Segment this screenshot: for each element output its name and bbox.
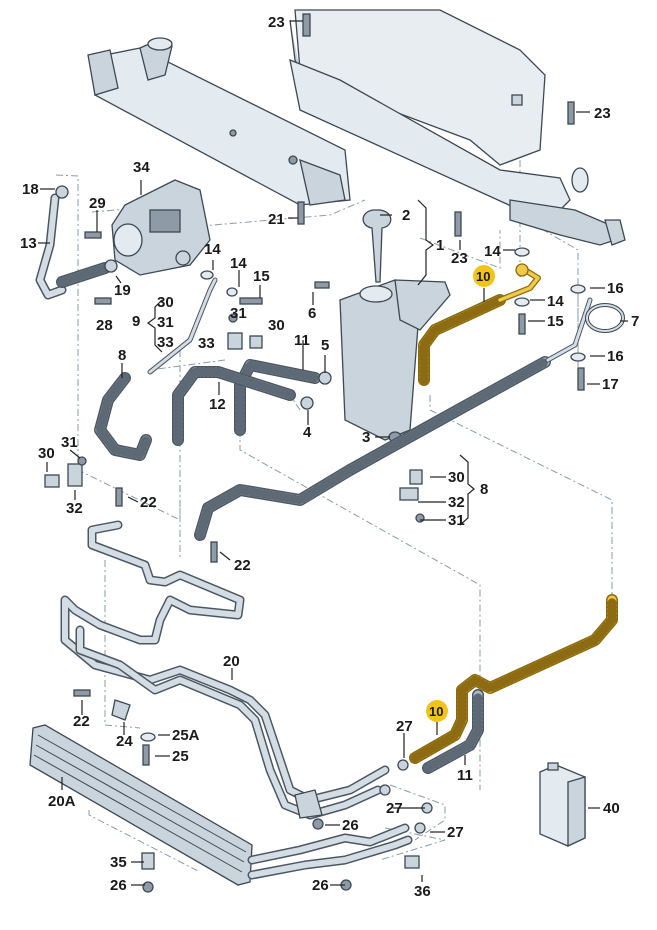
callout-label[interactable]: 30: [448, 469, 465, 486]
callout-label[interactable]: 40: [603, 800, 620, 817]
callout-label[interactable]: 34: [133, 159, 150, 176]
callout-label[interactable]: 31: [230, 305, 247, 322]
steering-rack-left: [87, 37, 351, 206]
callout-label[interactable]: 18: [22, 181, 39, 198]
callout-label[interactable]: 26: [312, 877, 329, 894]
callout-label[interactable]: 10: [429, 704, 443, 719]
hose-suction: [56, 262, 111, 288]
callout-label[interactable]: 3: [362, 429, 370, 446]
callout-label[interactable]: 33: [198, 335, 215, 352]
callout-label[interactable]: 14: [204, 241, 221, 258]
callout-label[interactable]: 22: [73, 713, 90, 730]
callout-label[interactable]: 7: [631, 313, 639, 330]
callout-label[interactable]: 1: [436, 237, 444, 254]
hose-8-left: [94, 277, 218, 461]
callout-label[interactable]: 24: [116, 733, 133, 750]
callout-label[interactable]: 17: [602, 376, 619, 393]
callout-label[interactable]: 35: [110, 854, 127, 871]
callout-label[interactable]: 19: [114, 282, 131, 299]
callout-label[interactable]: 27: [396, 718, 413, 735]
callout-label[interactable]: 26: [342, 817, 359, 834]
hose-11-lower: [422, 689, 484, 774]
callout-label[interactable]: 11: [294, 332, 310, 349]
pipe-13: [35, 193, 67, 300]
callout-label[interactable]: 14: [230, 255, 247, 272]
callout-label[interactable]: 11: [457, 767, 473, 784]
callout-label[interactable]: 23: [451, 250, 468, 267]
callout-label[interactable]: 25: [172, 748, 189, 765]
callout-label[interactable]: 15: [547, 313, 564, 330]
callout-label[interactable]: 31: [157, 314, 174, 331]
callout-label[interactable]: 5: [321, 337, 329, 354]
callout-label[interactable]: 26: [110, 877, 127, 894]
callout-label[interactable]: 14: [484, 243, 501, 260]
fluid-can: [539, 762, 586, 848]
cooling-pipe-20: [60, 520, 390, 820]
callout-label[interactable]: 28: [96, 317, 113, 334]
callout-label[interactable]: 10: [476, 269, 490, 284]
callout-label[interactable]: 20: [223, 653, 240, 670]
oil-cooler-20A: [29, 724, 413, 886]
callout-labels: 23 23 23 34 18 29 13 19 28 21 2 1 14 14 …: [20, 14, 639, 900]
callout-label[interactable]: 30: [268, 317, 285, 334]
callout-label[interactable]: 32: [448, 494, 465, 511]
callout-label[interactable]: 21: [268, 211, 285, 228]
steering-rack-right: [289, 58, 626, 246]
callout-label[interactable]: 8: [118, 347, 126, 364]
leader-lines: [38, 20, 628, 886]
group-brackets: [146, 199, 475, 526]
callout-label[interactable]: 4: [303, 424, 312, 441]
callout-label[interactable]: 36: [414, 883, 431, 900]
callout-label[interactable]: 29: [89, 195, 106, 212]
hose-8-long: [194, 297, 625, 541]
callout-label[interactable]: 27: [386, 800, 403, 817]
callout-label[interactable]: 15: [253, 268, 270, 285]
callout-label[interactable]: 22: [234, 557, 251, 574]
hose-12: [172, 366, 296, 446]
callout-label[interactable]: 12: [209, 396, 226, 413]
callout-label[interactable]: 23: [594, 105, 611, 122]
hose-10-upper-highlighted: [418, 263, 541, 386]
callout-label[interactable]: 14: [547, 293, 564, 310]
highlight-badge: [473, 265, 495, 287]
highlight-badge: [426, 700, 448, 722]
callout-label[interactable]: 30: [157, 294, 174, 311]
callout-label[interactable]: 31: [61, 434, 78, 451]
callout-label[interactable]: 25A: [172, 727, 200, 744]
callout-label[interactable]: 9: [132, 313, 140, 330]
callout-label[interactable]: 23: [268, 14, 285, 31]
callout-label[interactable]: 13: [20, 235, 37, 252]
callout-label[interactable]: 22: [140, 494, 157, 511]
callout-label[interactable]: 20A: [48, 793, 76, 810]
fluid-reservoir: [339, 209, 451, 443]
callout-label[interactable]: 6: [308, 305, 316, 322]
callout-label[interactable]: 16: [607, 280, 624, 297]
callout-label[interactable]: 8: [480, 481, 488, 498]
callout-label[interactable]: 30: [38, 445, 55, 462]
callout-label[interactable]: 33: [157, 334, 174, 351]
callout-label[interactable]: 32: [66, 500, 83, 517]
callout-label[interactable]: 31: [448, 512, 465, 529]
callout-label[interactable]: 27: [447, 824, 464, 841]
callout-label[interactable]: 16: [607, 348, 624, 365]
subframe: [289, 9, 546, 166]
callout-label[interactable]: 2: [402, 207, 410, 224]
power-steering-pump: [111, 179, 211, 276]
hose-10-lower-highlighted: [409, 594, 618, 764]
